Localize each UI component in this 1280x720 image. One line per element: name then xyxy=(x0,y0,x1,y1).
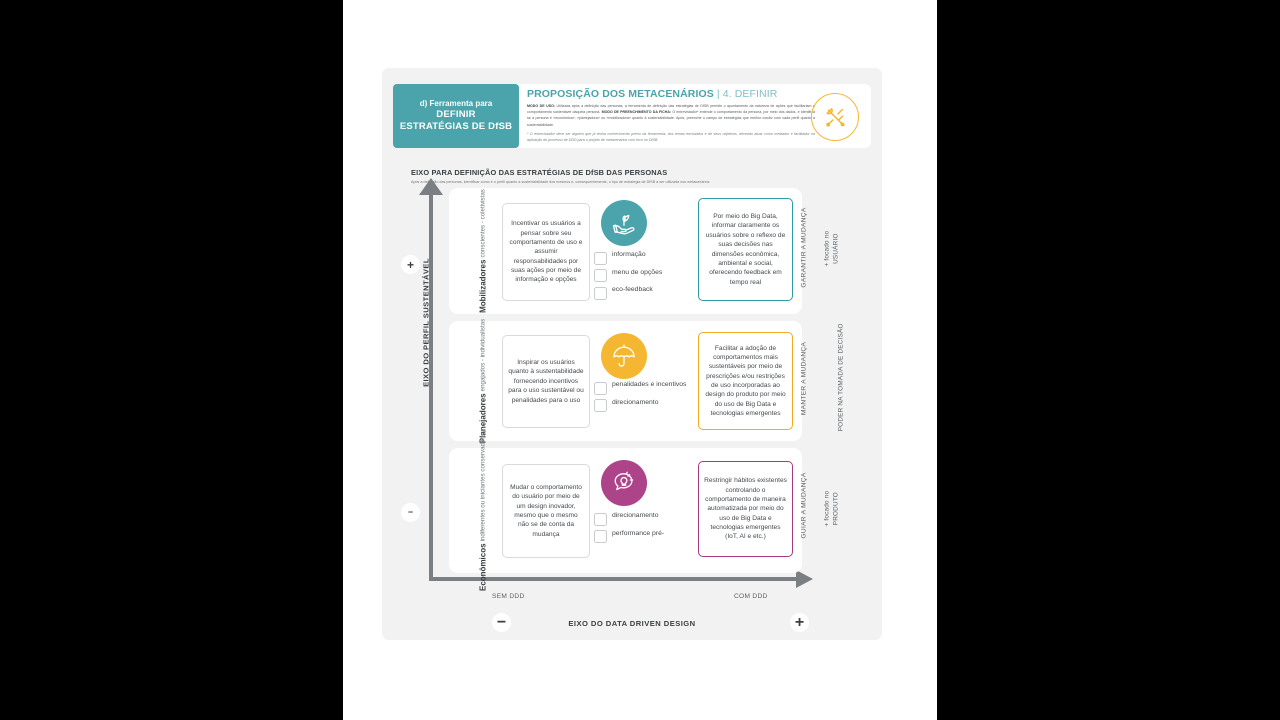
strategy-checklist: direcionamento performance pré- xyxy=(594,512,702,547)
strategy-description-box: Inspirar os usuários quanto à sustentabi… xyxy=(502,335,590,428)
checkbox-label: performance pré- xyxy=(612,529,665,537)
checkbox[interactable] xyxy=(594,381,607,395)
section-subtitle: Após a definição das personas, identific… xyxy=(411,180,711,184)
x-axis-badge-minus: − xyxy=(492,613,511,632)
fill-mode-label: MODO DE PREENCHIMENTO DA FICHA: xyxy=(601,110,672,115)
outcome-label-mobilizadores: GARANTIR A MUDANÇA xyxy=(800,207,808,288)
focus-label-produto: + focado no PRODUTO xyxy=(823,444,840,574)
fill-mode-text: O entrevistador* entende o comportamento… xyxy=(527,110,815,127)
checklist-item[interactable]: direcionamento xyxy=(594,398,702,412)
x-axis-arrowhead xyxy=(796,570,813,588)
ddd-strategy-box: Por meio do Big Data, informar clarament… xyxy=(698,198,793,301)
persona-name: Mobilizadores xyxy=(478,259,488,313)
checkbox[interactable] xyxy=(594,269,607,282)
section-title: EIXO PARA DEFINIÇÃO DAS ESTRATÉGIAS DE D… xyxy=(411,168,668,177)
page-title-main: PROPOSIÇÃO DOS METACENÁRIOS xyxy=(527,88,714,100)
checkbox-label: informação xyxy=(612,251,646,258)
checkbox-label: eco-feedback xyxy=(612,286,653,293)
checkbox-label: menu de opções xyxy=(612,268,663,276)
checkbox-label: direcionamento xyxy=(612,398,659,406)
persona-desc: engajados - individualistas xyxy=(479,318,487,392)
page-title-sep: | xyxy=(713,88,723,100)
umbrella-icon xyxy=(601,333,647,379)
focus-label-usuario: + focado no USUÁRIO xyxy=(823,184,840,314)
checklist-item[interactable]: direcionamento xyxy=(594,512,702,526)
document-page: d) Ferramenta para DEFINIR ESTRATÉGIAS D… xyxy=(343,0,937,720)
persona-name: Econômicos xyxy=(478,542,488,591)
strategy-description-box: Incentivar os usuários a pensar sobre se… xyxy=(502,203,590,301)
focus-line1: PODER NA TOMADA DE DECISÃO xyxy=(837,323,845,432)
strategy-checklist: penalidades e incentivos direcionamento xyxy=(594,381,702,416)
persona-desc: indiferentes ou iniciantes conservadores xyxy=(479,430,487,541)
x-axis-tick-left: SEM DDD xyxy=(492,593,525,600)
usage-mode-label: MODO DE USO: xyxy=(527,104,556,108)
x-axis-label: EIXO DO DATA DRIVEN DESIGN xyxy=(568,619,696,628)
checklist-item[interactable]: performance pré- xyxy=(594,529,702,543)
focus-label-decisao: PODER NA TOMADA DE DECISÃO xyxy=(838,297,847,457)
hand-plant-icon xyxy=(601,200,647,246)
persona-label-group: Econômicos indiferentes ou iniciantes co… xyxy=(455,431,493,591)
checkbox[interactable] xyxy=(594,286,607,300)
tool-label-line2: DEFINIR xyxy=(436,109,476,121)
checkbox-label: direcionamento xyxy=(612,512,659,519)
checkbox[interactable] xyxy=(594,512,607,526)
persona-label-group: Planejadores engajados - individualistas xyxy=(455,318,493,443)
ddd-strategy-box: Facilitar a adoção de comportamentos mai… xyxy=(698,332,793,430)
tool-label-badge: d) Ferramenta para DEFINIR ESTRATÉGIAS D… xyxy=(393,84,519,148)
tool-label-line1: d) Ferramenta para xyxy=(419,99,493,109)
checklist-item[interactable]: penalidades e incentivos xyxy=(594,381,702,395)
focus-line1: + focado no xyxy=(823,490,831,527)
x-axis-line xyxy=(431,577,802,581)
focus-line2: USUÁRIO xyxy=(832,233,839,264)
outcome-label-planejadores: MANTER A MUDANÇA xyxy=(800,341,808,416)
checkbox[interactable] xyxy=(594,399,607,412)
x-axis-badge-plus: + xyxy=(790,613,809,632)
persona-desc: conscientes - coletivistas xyxy=(479,189,487,258)
focus-line1: + focado no xyxy=(823,230,831,267)
outcome-label-economicos: GUIAR A MUDANÇA xyxy=(800,472,808,539)
y-axis-badge-minus: − xyxy=(401,503,420,522)
lightbulb-speech-icon xyxy=(601,460,647,506)
strategy-description-box: Mudar o comportamento do usuário por mei… xyxy=(502,464,590,558)
checklist-item[interactable]: informação xyxy=(594,251,702,265)
persona-row-mobilizadores: Mobilizadores conscientes - coletivistas… xyxy=(449,188,802,314)
worksheet-canvas: d) Ferramenta para DEFINIR ESTRATÉGIAS D… xyxy=(382,68,882,640)
checkbox[interactable] xyxy=(594,530,607,543)
header-instructions: MODO DE USO: Utilizada após a definição … xyxy=(527,103,815,143)
page-title: PROPOSIÇÃO DOS METACENÁRIOS | 4. DEFINIR xyxy=(527,88,777,100)
y-axis-badge-plus: + xyxy=(401,255,420,274)
tool-label-line3: ESTRATÉGIAS DE DfSB xyxy=(399,121,513,132)
page-title-step: 4. DEFINIR xyxy=(722,88,778,100)
persona-label-group: Mobilizadores conscientes - coletivistas xyxy=(455,188,493,314)
tools-icon xyxy=(811,93,859,141)
persona-row-economicos: Econômicos indiferentes ou iniciantes co… xyxy=(449,431,802,591)
header-footnote: * O entrevistador deve ser alguém que já… xyxy=(527,131,815,143)
worksheet-header: d) Ferramenta para DEFINIR ESTRATÉGIAS D… xyxy=(382,68,882,148)
y-axis-label: EIXO DO PERFIL SUSTENTÁVEL xyxy=(421,258,431,387)
checkbox[interactable] xyxy=(594,251,607,265)
checkbox-label: penalidades e incentivos xyxy=(612,381,687,388)
checklist-item[interactable]: eco-feedback xyxy=(594,286,702,300)
ddd-strategy-box: Restringir hábitos existentes controland… xyxy=(698,461,793,557)
persona-row-planejadores: Planejadores engajados - individualistas… xyxy=(449,318,802,443)
header-card: PROPOSIÇÃO DOS METACENÁRIOS | 4. DEFINIR… xyxy=(519,84,871,148)
checklist-item[interactable]: menu de opções xyxy=(594,268,702,282)
section-heading: EIXO PARA DEFINIÇÃO DAS ESTRATÉGIAS DE D… xyxy=(411,168,853,184)
usage-mode-text: Utilizada após a definição das personas,… xyxy=(527,104,816,115)
strategy-checklist: informação menu de opções eco-feedback xyxy=(594,251,702,304)
focus-line2: PRODUTO xyxy=(832,492,839,526)
y-axis-line xyxy=(429,186,433,581)
x-axis-tick-right: COM DDD xyxy=(734,593,768,600)
